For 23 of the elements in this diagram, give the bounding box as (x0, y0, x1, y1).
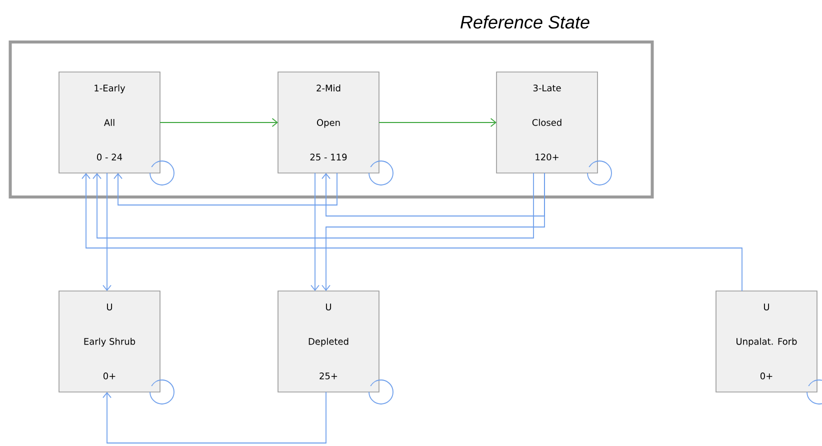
self-loop (806, 380, 822, 404)
arrow (102, 172, 112, 291)
arrow (102, 392, 326, 444)
frame-title: Reference State (460, 15, 590, 29)
state-box: U Early Shrub 0+ (58, 290, 160, 392)
arrow (114, 172, 338, 206)
arrow (310, 172, 320, 291)
state-box: 1-Early All 0 - 24 (58, 72, 160, 174)
state-box: 3-Late Closed 120+ (496, 72, 598, 174)
arrow (322, 172, 545, 216)
self-loop (150, 380, 174, 404)
arrow (92, 172, 534, 238)
self-loop (368, 160, 394, 186)
arrow (160, 118, 278, 127)
self-loop (587, 160, 612, 186)
arrow (378, 118, 496, 127)
state-box: U Depleted 25+ (278, 290, 380, 392)
state-box: 2-Mid Open 25 - 119 (278, 72, 380, 174)
self-loop (368, 380, 394, 404)
arrow (82, 173, 742, 292)
state-box: U Unpalat. Forb 0+ (716, 290, 818, 392)
arrow (322, 172, 545, 291)
self-loop (150, 160, 174, 186)
